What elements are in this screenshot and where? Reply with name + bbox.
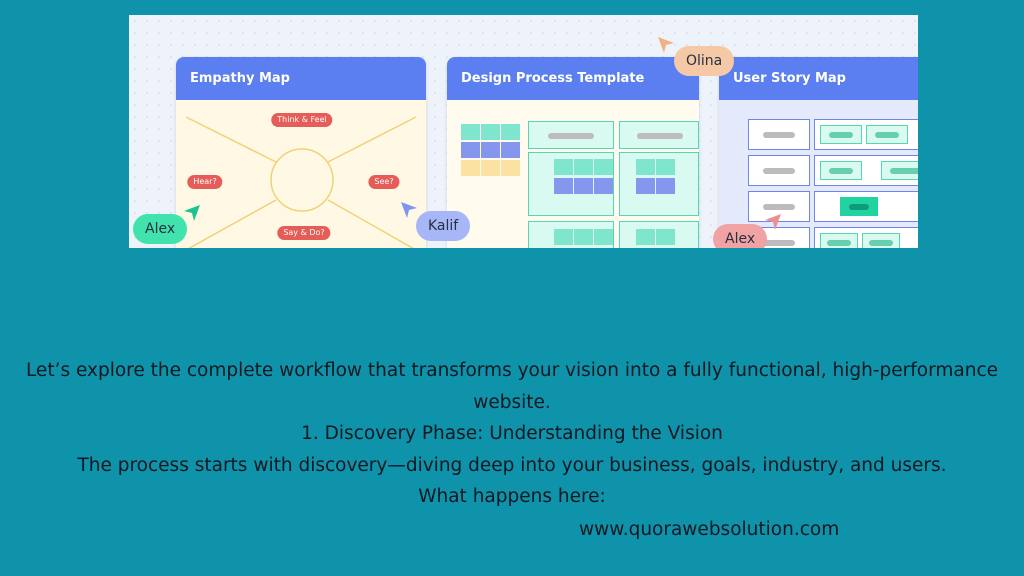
sticky-note	[481, 124, 500, 140]
sticky-note	[656, 159, 675, 175]
sticky-note	[461, 142, 480, 158]
placeholder-line	[763, 240, 795, 246]
story-card	[748, 119, 810, 150]
sticky-note	[574, 178, 593, 194]
intro-paragraph: Let’s explore the complete workflow that…	[25, 360, 999, 413]
collaborator-label-alex: Alex	[133, 214, 188, 244]
phase-heading: 1. Discovery Phase: Understanding the Vi…	[301, 423, 723, 444]
sticky-note	[501, 124, 520, 140]
placeholder-line	[890, 168, 918, 174]
sticky-note	[481, 160, 500, 176]
collaborator-label-alex-secondary: Alex	[713, 224, 768, 248]
alex-secondary-cursor-icon	[765, 214, 781, 230]
sticky-note	[554, 229, 573, 245]
olina-cursor-icon	[658, 37, 674, 53]
sticky-note	[501, 160, 520, 176]
placeholder-line	[763, 204, 795, 210]
what-happens-label: What happens here:	[418, 486, 606, 507]
placeholder-line	[763, 168, 795, 174]
collaborator-label-kalif: Kalif	[416, 211, 471, 241]
sticky-note	[636, 159, 655, 175]
sticky-note	[594, 229, 613, 245]
design-process-board: Design Process Template	[447, 57, 699, 248]
tag-see: See?	[368, 175, 400, 189]
placeholder-line	[763, 132, 795, 138]
collaboration-board-illustration: Empathy Map Think & Feel Hear? See? Say …	[129, 15, 918, 248]
user-story-map-board: User Story Map	[719, 57, 918, 248]
empathy-spoke-top-right	[327, 116, 417, 163]
sticky-note	[554, 178, 573, 194]
sticky-note	[656, 229, 675, 245]
empathy-spoke-bottom-left	[188, 199, 277, 248]
design-process-title: Design Process Template	[447, 57, 699, 100]
alex-cursor-icon	[184, 205, 200, 221]
user-story-map-title: User Story Map	[719, 57, 918, 100]
sticky-note	[481, 142, 500, 158]
placeholder-line	[875, 132, 899, 138]
sticky-note	[636, 178, 655, 194]
placeholder-line	[829, 168, 853, 174]
sticky-note	[574, 229, 593, 245]
sticky-note	[501, 142, 520, 158]
placeholder-line	[548, 133, 594, 139]
workflow-intro-text: Let’s explore the complete workflow that…	[0, 355, 1024, 513]
placeholder-line	[849, 204, 869, 210]
sticky-note	[461, 124, 480, 140]
sticky-note	[554, 159, 573, 175]
sticky-note	[574, 159, 593, 175]
sticky-note	[656, 178, 675, 194]
empathy-spoke-bottom-right	[327, 199, 414, 248]
placeholder-line	[827, 240, 851, 246]
placeholder-line	[829, 132, 853, 138]
empathy-map-board: Empathy Map Think & Feel Hear? See? Say …	[176, 57, 426, 248]
empathy-spoke-top-left	[185, 116, 277, 163]
sticky-note	[594, 159, 613, 175]
sticky-note	[594, 178, 613, 194]
website-url: www.quorawebsolution.com	[579, 519, 840, 540]
sticky-note	[461, 160, 480, 176]
empathy-map-diagram	[185, 116, 417, 248]
placeholder-line	[869, 240, 893, 246]
tag-think-feel: Think & Feel	[271, 113, 333, 127]
empathy-map-canvas: Think & Feel Hear? See? Say & Do?	[176, 100, 426, 248]
kalif-cursor-icon	[401, 202, 417, 218]
sticky-note	[636, 229, 655, 245]
empathy-map-title: Empathy Map	[176, 57, 426, 100]
empathy-center-circle	[270, 148, 334, 212]
collaborator-label-olina: Olina	[674, 46, 735, 76]
design-process-canvas	[447, 100, 699, 248]
placeholder-line	[637, 133, 683, 139]
tag-say-do: Say & Do?	[277, 226, 331, 240]
tag-hear: Hear?	[187, 175, 223, 189]
phase-description: The process starts with discovery—diving…	[77, 454, 947, 476]
